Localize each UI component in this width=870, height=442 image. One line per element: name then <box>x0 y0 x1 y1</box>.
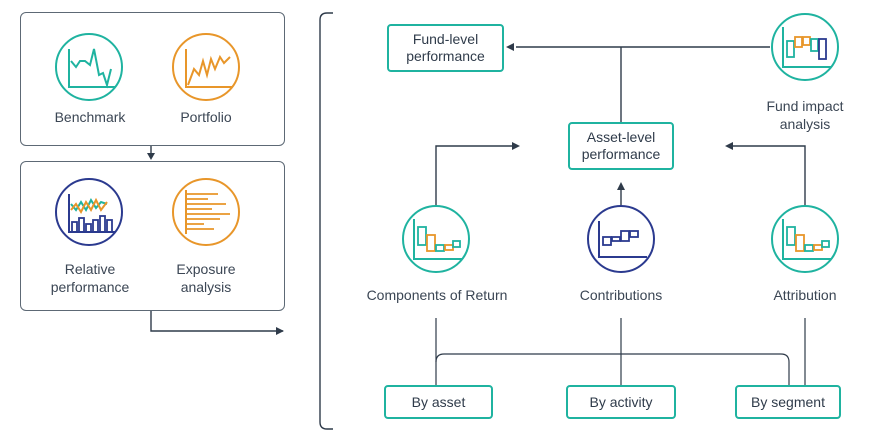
inputs-panel <box>20 12 285 146</box>
benchmark-label: Benchmark <box>54 109 126 125</box>
fund-level-performance-box: Fund-level performance <box>387 24 504 72</box>
asset-level-performance-box: Asset-level performance <box>568 122 674 170</box>
fund-impact-line-1: Fund impact <box>766 98 844 114</box>
attribution-label: Attribution <box>773 287 837 303</box>
breakdown-cross-line <box>435 353 790 385</box>
attribution-to-asset-arrow <box>725 142 733 150</box>
fund-impact-to-fund-level-arrow <box>506 43 514 51</box>
attribution-icon <box>771 205 839 273</box>
fund-level-line-2: performance <box>406 48 485 64</box>
by-asset-box: By asset <box>384 385 493 419</box>
panel-to-bracket-arrow <box>276 327 284 335</box>
benchmark-icon <box>55 33 123 101</box>
components-of-return-icon <box>402 205 470 273</box>
exposure-analysis-label: Exposure analysis <box>146 260 266 296</box>
by-segment-box: By segment <box>735 385 841 419</box>
exposure-analysis-line-1: Exposure <box>176 261 236 277</box>
relative-performance-line-1: Relative <box>64 261 116 277</box>
asset-level-line-2: performance <box>581 146 661 162</box>
panel-connector-arrow <box>147 153 155 160</box>
exposure-analysis-line-2: analysis <box>180 279 232 295</box>
fund-impact-line-2: analysis <box>779 116 831 132</box>
asset-level-line-1: Asset-level <box>586 129 656 145</box>
contributions-icon <box>587 205 655 273</box>
relative-performance-icon <box>55 178 123 246</box>
relative-performance-line-2: performance <box>50 279 130 295</box>
fund-impact-icon <box>771 13 839 81</box>
exposure-analysis-icon <box>172 178 240 246</box>
contributions-to-asset-arrow <box>617 182 625 190</box>
fund-level-line-1: Fund-level <box>412 31 479 47</box>
attribution-to-asset-line <box>728 145 806 206</box>
panel-to-bracket-line <box>150 311 283 332</box>
components-to-asset-line <box>435 145 518 206</box>
components-of-return-label: Components of Return <box>366 287 508 303</box>
by-activity-box: By activity <box>566 385 676 419</box>
fund-impact-label: Fund impact analysis <box>747 97 863 133</box>
contributions-label: Contributions <box>579 287 663 303</box>
components-to-asset-arrow <box>512 142 520 150</box>
bracket <box>319 12 333 430</box>
relative-performance-label: Relative performance <box>30 260 150 296</box>
portfolio-icon <box>172 33 240 101</box>
portfolio-label: Portfolio <box>180 109 232 125</box>
